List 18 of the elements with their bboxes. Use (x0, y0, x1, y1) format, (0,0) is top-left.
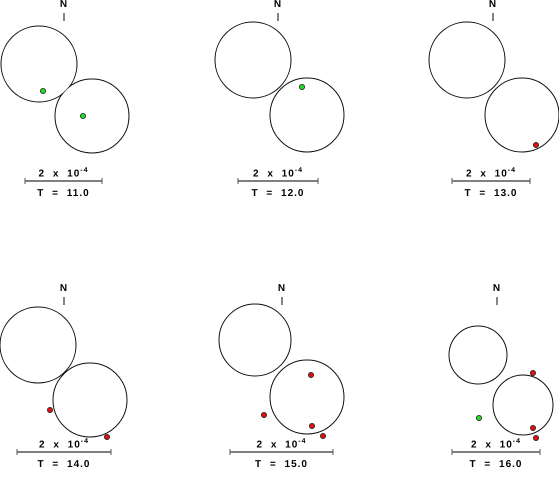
time-label: T = 14.0 (38, 459, 90, 471)
time-label: T = 13.0 (464, 188, 518, 200)
north-label: N (488, 0, 498, 11)
north-label: N (278, 283, 286, 295)
scale-label: 2 x 10$^{-4}$ (38, 437, 90, 452)
time-label: T = 11.0 (37, 188, 90, 200)
time-label: T = 16.0 (470, 459, 522, 471)
north-label: N (60, 283, 68, 295)
scale-label: 2 x 10$^{-4}$ (466, 166, 516, 180)
time-label: T = 15.0 (255, 459, 308, 471)
north-label: N (492, 283, 502, 295)
scale-label: 2 x 10$^{-4}$ (470, 437, 522, 452)
scale-label: 2 x 10$^{-4}$ (252, 166, 304, 180)
north-label: N (274, 0, 282, 11)
scale-label: 2 x 10$^{-4}$ (38, 166, 89, 180)
scale-label: 2 x 10$^{-4}$ (256, 437, 307, 452)
north-label: N (60, 0, 68, 11)
time-label: T = 12.0 (252, 188, 304, 200)
